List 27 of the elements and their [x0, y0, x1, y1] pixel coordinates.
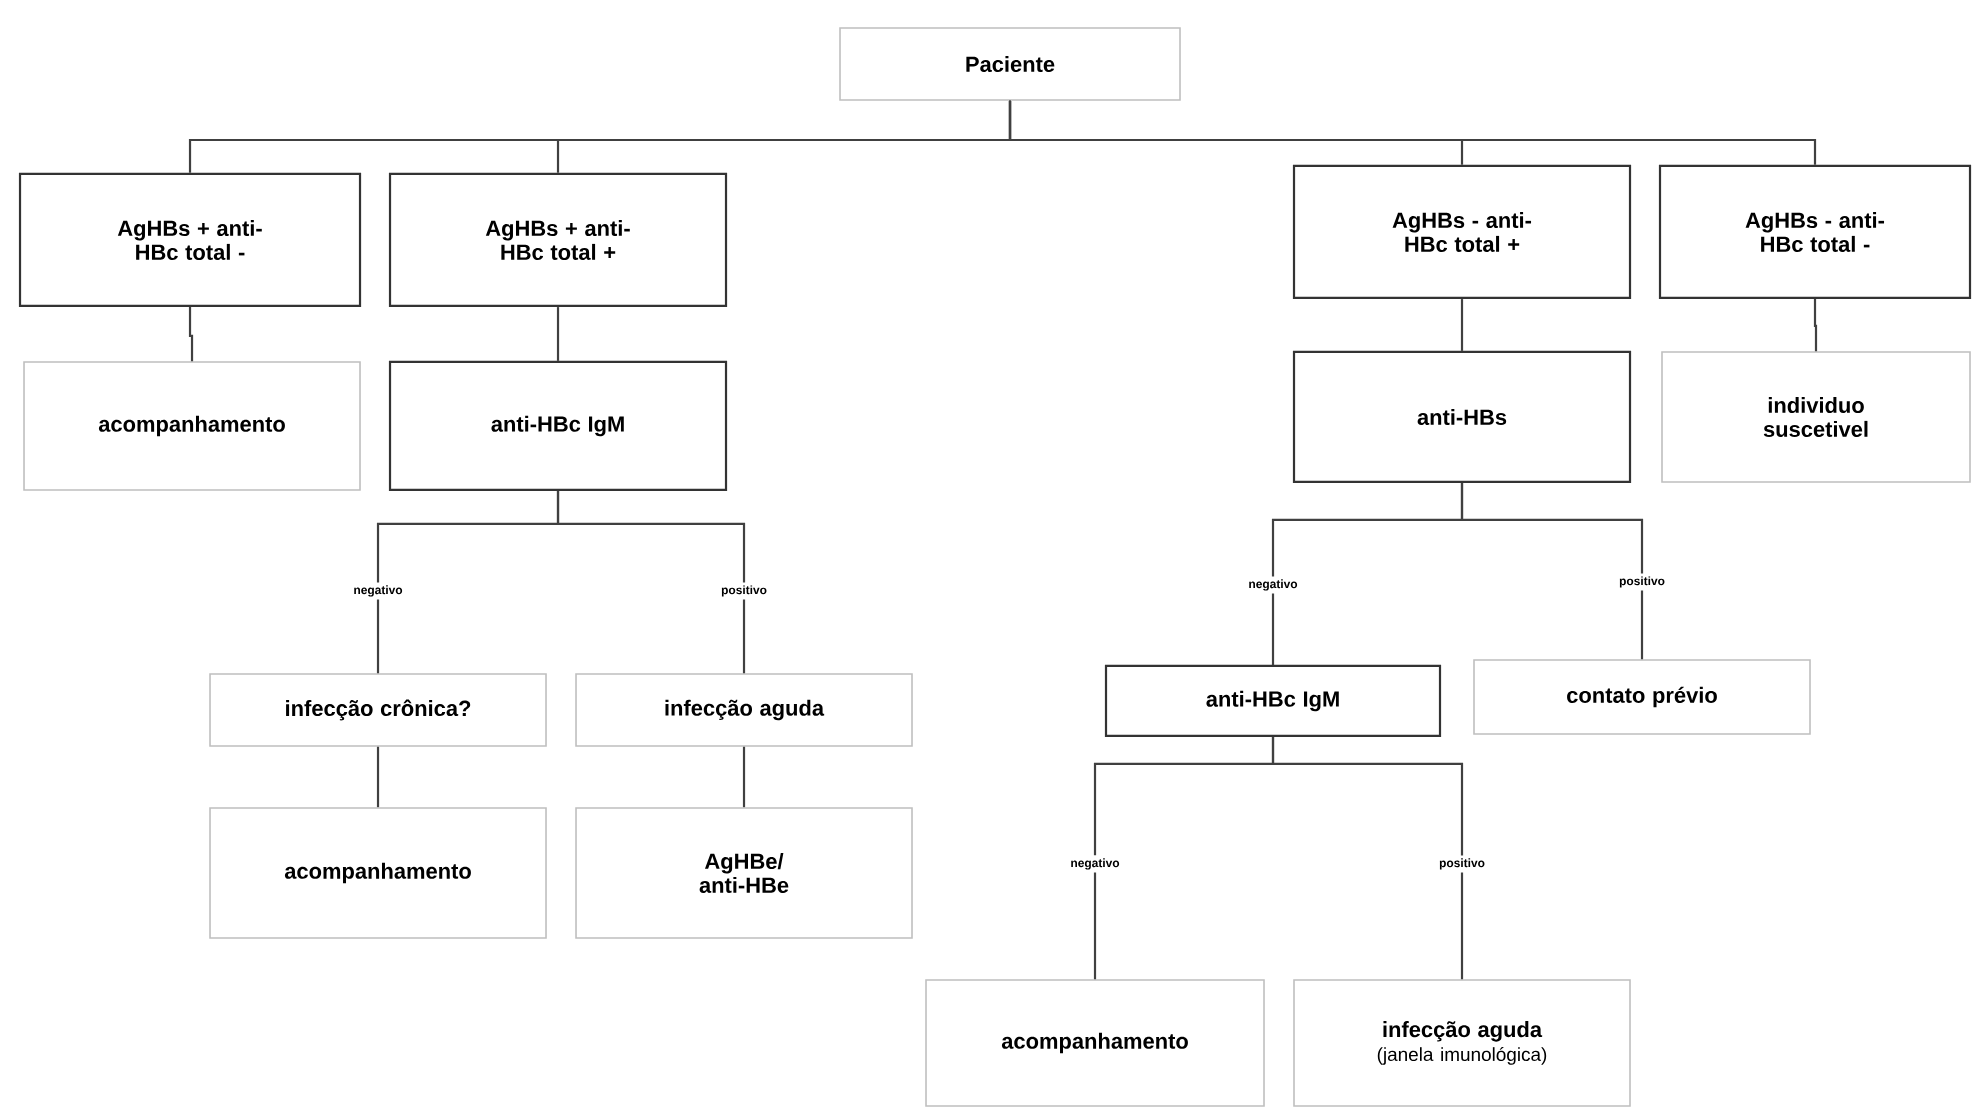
- connector-line: [556, 307, 560, 361]
- connector-line: [1460, 483, 1644, 660]
- connector-line: [556, 491, 746, 674]
- connector-line: [1008, 100, 1817, 165]
- connector-line: [742, 746, 746, 808]
- flowchart-box: AgHBe/ anti-HBe: [575, 807, 913, 939]
- flowchart-box: infecção crônica?: [209, 673, 547, 747]
- flowchart-box: acompanhamento: [23, 361, 361, 491]
- connector-line: [1271, 737, 1464, 980]
- connector-line: [1460, 299, 1464, 351]
- connector-line: [1813, 299, 1818, 352]
- flowchart-box: AgHBs + anti-HBc total -: [18, 172, 362, 308]
- flowchart-box: acompanhamento: [209, 807, 547, 939]
- flowchart-box: acompanhamento: [925, 979, 1265, 1107]
- connector-line: [376, 746, 380, 808]
- flowchart-box: infecção aguda: [575, 673, 913, 747]
- flowchart-box: contato prévio: [1473, 659, 1811, 735]
- flowchart-box: Paciente: [839, 27, 1181, 101]
- flowchart-box: AgHBs - anti-HBc total -: [1658, 164, 1972, 300]
- flowchart-box: AgHBs - anti-HBc total +: [1292, 164, 1632, 300]
- flowchart-box: infecção aguda (janela imunológica): [1293, 979, 1631, 1107]
- flowchart-box: AgHBs + anti-HBc total +: [388, 172, 728, 308]
- connector-line: [188, 307, 194, 362]
- flowchart-box: anti-HBs: [1292, 350, 1632, 484]
- flowchart-box: individuo suscetivel: [1661, 351, 1971, 483]
- flowchart-box: anti-HBc IgM: [388, 360, 728, 492]
- flowchart-box: anti-HBc IgM: [1104, 664, 1442, 738]
